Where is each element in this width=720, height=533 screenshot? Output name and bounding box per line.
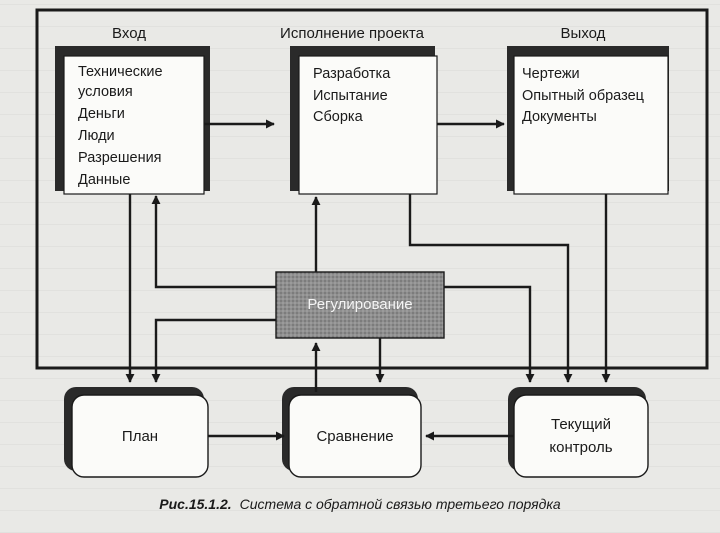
output-item: Документы [522,109,597,125]
execution-item: Разработка [313,66,391,82]
input-item: Разрешения [78,150,162,166]
output-block [507,46,669,195]
arrow-regulation-to-monitoring [444,285,535,383]
output-item: Опытный образец [522,88,644,104]
output-header: Выход [561,25,606,42]
figure-number: Рис.15.1.2. [159,496,232,512]
comparison-label: Сравнение [316,428,393,445]
input-item: условия [78,84,133,100]
figure-caption: Рис.15.1.2. Система с обратной связью тре… [0,496,720,512]
input-block [55,46,210,195]
comparison-block [282,387,422,478]
output-item: Чертежи [522,66,580,82]
plan-label: План [122,428,158,445]
input-item: Люди [78,128,115,144]
input-item: Технические [78,64,163,80]
arrow-regulation-to-input [151,195,276,289]
arrow-regulation-to-plan [151,318,276,383]
execution-header: Исполнение проекта [280,25,425,42]
regulation-block [275,271,445,339]
plan-block [64,387,209,478]
regulation-label: Регулирование [307,296,412,313]
monitoring-label-line2: контроль [549,439,612,456]
system-frame [35,8,709,370]
execution-block [290,46,438,195]
arrow-execution-to-monitoring [408,194,573,383]
monitoring-label-line1: Текущий [551,416,611,433]
execution-item: Сборка [313,109,364,125]
monitoring-block [508,387,649,478]
figure-title: Система с обратной связью третьего поряд… [239,496,561,512]
input-header: Вход [112,25,146,42]
input-item: Деньги [78,106,125,122]
execution-item: Испытание [313,88,388,104]
input-item: Данные [78,172,130,188]
